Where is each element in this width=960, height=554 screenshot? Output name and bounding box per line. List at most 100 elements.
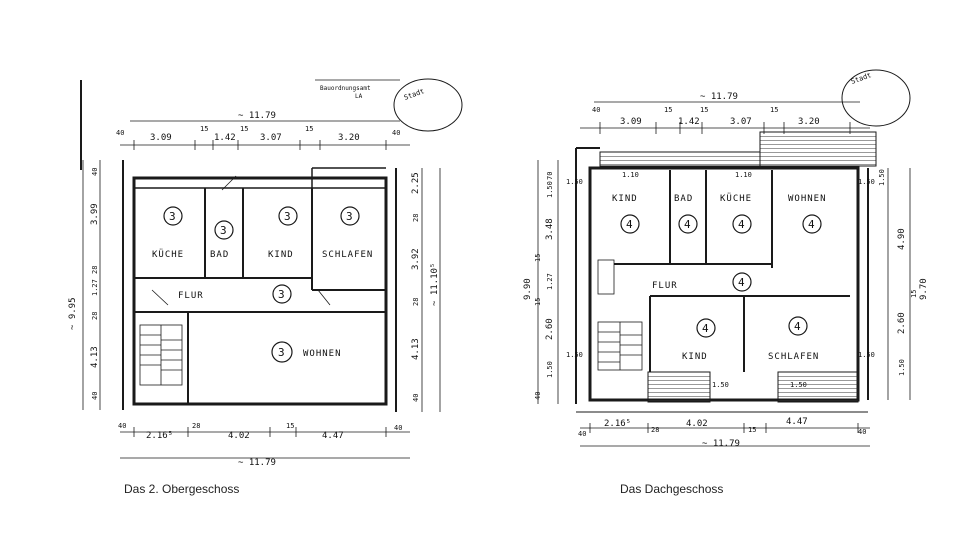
left-dim-right-s3: 28 xyxy=(412,298,420,306)
left-dim-bottom-s3: 4.02 xyxy=(228,431,250,441)
left-dim-bottom-s1: 2.16⁵ xyxy=(146,431,173,441)
right-stamp xyxy=(841,69,911,127)
left-wohnen-label: WOHNEN xyxy=(303,349,342,359)
right-dim-bottom-s6: 40 xyxy=(858,428,866,436)
right-flur-label: FLUR xyxy=(652,281,678,291)
right-dim-left-s3: 15 xyxy=(534,254,542,262)
right-dim-bottom-total: ~ 11.79 xyxy=(702,439,740,449)
right-outer-wall xyxy=(588,166,860,402)
left-schlafen-number: 3 xyxy=(346,210,353,223)
right-dim-left-s0: 70 xyxy=(546,172,554,180)
left-dim-left-s0: 40 xyxy=(91,168,99,176)
right-schlafen-label: SCHLAFEN xyxy=(768,352,819,362)
left-dim-left-s1: 3.99 xyxy=(90,203,100,225)
left-dim-bottom-s0: 40 xyxy=(118,422,126,430)
left-dim-bottom-s2: 28 xyxy=(192,422,200,430)
left-dim-top-s0: 40 xyxy=(116,129,124,137)
right-dim-left-s8: 40 xyxy=(534,392,542,400)
right-dim-top-total: ~ 11.79 xyxy=(700,92,738,102)
left-kind-label: KIND xyxy=(268,250,294,260)
left-dim-left-s3: 1.27 xyxy=(91,279,99,296)
left-stamp-line-2: LA xyxy=(355,93,363,100)
right-window-6: 1.50 xyxy=(858,351,875,359)
left-bad-number: 3 xyxy=(220,224,227,237)
right-dim-top-s3: 15 xyxy=(770,106,778,114)
right-dim-left-total: 9.90 xyxy=(523,278,533,300)
right-dim-left-s4: 1.27 xyxy=(546,273,554,290)
right-dim-bottom-s5: 4.47 xyxy=(786,417,808,427)
right-dim-top-s2: 15 xyxy=(700,106,708,114)
right-wohnen-label: WOHNEN xyxy=(788,194,827,204)
right-dim-bottom-s1: 2.16⁵ xyxy=(604,419,631,429)
right-window-5: 1.50 xyxy=(566,351,583,359)
left-dim-left-s4: 28 xyxy=(91,312,99,320)
right-window-2: 1.10 xyxy=(735,171,752,179)
left-dim-top-s1: 3.09 xyxy=(150,133,172,143)
right-dim-right-s1: 4.90 xyxy=(897,228,907,250)
left-dim-bottom-s6: 40 xyxy=(394,424,402,432)
right-window-4: 1.50 xyxy=(858,178,875,186)
left-dim-top-s4: 15 xyxy=(240,125,248,133)
left-dim-right-s4: 4.13 xyxy=(411,338,421,360)
left-kueche-number: 3 xyxy=(169,210,176,223)
left-dim-bottom-s5: 4.47 xyxy=(322,431,344,441)
left-dim-right-s2: 3.92 xyxy=(411,248,421,270)
left-dim-top-s3: 1.42 xyxy=(214,133,236,143)
right-flur-number: 4 xyxy=(738,276,745,289)
left-stamp xyxy=(393,78,463,132)
right-dim-bottom-s2: 28 xyxy=(651,426,659,434)
right-kind2-number: 4 xyxy=(702,322,709,335)
right-dim-left-s1: 1.50 xyxy=(546,181,554,198)
right-dim-left-s7: 1.50 xyxy=(546,361,554,378)
left-dim-left-total: ~ 9.95 xyxy=(68,297,78,330)
left-wohnen-number: 3 xyxy=(278,346,285,359)
right-dim-top-s0: 40 xyxy=(592,106,600,114)
left-stamp-line-1: Bauordnungsamt xyxy=(320,85,371,92)
left-dim-bottom-total: ~ 11.79 xyxy=(238,458,276,468)
left-dim-top-s6: 15 xyxy=(305,125,313,133)
right-dim-top-s5: 1.42 xyxy=(678,117,700,127)
left-dim-right-s0: 2.25 xyxy=(411,172,421,194)
right-kueche-number: 4 xyxy=(738,218,745,231)
right-dim-top-s6: 3.07 xyxy=(730,117,752,127)
right-dim-top-s4: 3.09 xyxy=(620,117,642,127)
left-dim-bottom-s4: 15 xyxy=(286,422,294,430)
right-plan-caption: Das Dachgeschoss xyxy=(620,482,724,496)
right-window-8: 1.50 xyxy=(790,381,807,389)
left-dim-right-s5: 40 xyxy=(412,394,420,402)
right-dim-right-s2: 15 xyxy=(910,290,918,298)
left-flur-label: FLUR xyxy=(178,291,204,301)
left-dim-left-s6: 40 xyxy=(91,392,99,400)
left-bad-label: BAD xyxy=(210,250,229,260)
left-dim-left-s5: 4.13 xyxy=(90,346,100,368)
right-kueche-label: KÜCHE xyxy=(720,193,752,204)
right-dim-left-s5: 15 xyxy=(534,298,542,306)
right-wohnen-number: 4 xyxy=(808,218,815,231)
left-dim-top-s5: 3.07 xyxy=(260,133,282,143)
left-dim-top-s8: 40 xyxy=(392,129,400,137)
right-dim-top-s7: 3.20 xyxy=(798,117,820,127)
right-dim-bottom-s0: 40 xyxy=(578,430,586,438)
left-dim-top-s2: 15 xyxy=(200,125,208,133)
right-staircase xyxy=(597,259,643,371)
right-window-7: 1.50 xyxy=(712,381,729,389)
left-floor-plan xyxy=(80,78,463,459)
right-dim-right-s0: 1.50 xyxy=(878,169,886,186)
right-dim-left-s2: 3.48 xyxy=(545,218,555,240)
left-staircase xyxy=(139,324,183,386)
right-stamp-circle-text: Stadt xyxy=(850,71,873,86)
left-flur-number: 3 xyxy=(278,288,285,301)
right-dim-left-s6: 2.60 xyxy=(545,318,555,340)
right-bad-number: 4 xyxy=(684,218,691,231)
left-stamp-circle-text: Stadt xyxy=(403,87,426,102)
right-dim-right-s4: 1.50 xyxy=(898,359,906,376)
left-schlafen-label: SCHLAFEN xyxy=(322,250,373,260)
left-dim-right-total: ~ 11.10⁵ xyxy=(430,263,440,306)
left-kind-number: 3 xyxy=(284,210,291,223)
right-dim-bottom-s4: 15 xyxy=(748,426,756,434)
right-dim-right-s3: 2.60 xyxy=(897,312,907,334)
right-kind2-label: KIND xyxy=(682,352,708,362)
right-schlafen-number: 4 xyxy=(794,320,801,333)
right-kind1-label: KIND xyxy=(612,194,638,204)
